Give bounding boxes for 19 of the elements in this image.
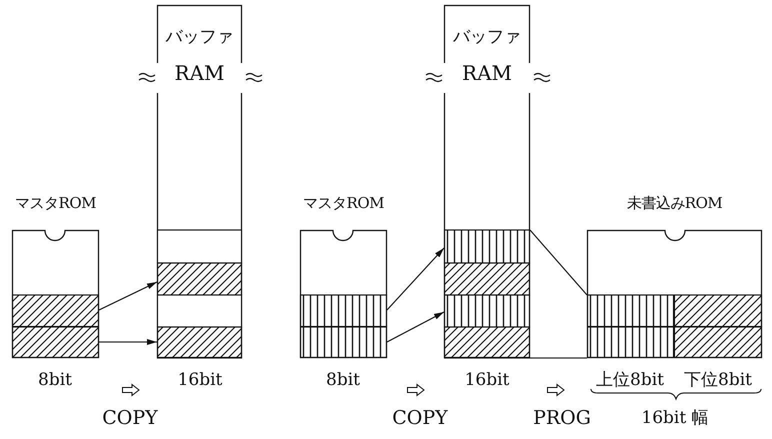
operation-label: PROG <box>533 408 591 428</box>
operation-label: COPY <box>102 408 158 428</box>
arrow <box>386 312 444 342</box>
width-label: 8bit <box>326 370 360 390</box>
width-label: 上位8bit <box>596 370 664 390</box>
width-label: 8bit <box>38 370 72 390</box>
projection-line <box>530 357 587 359</box>
width-label: 16bit 幅 <box>641 408 709 428</box>
chip-label: マスタROM <box>15 193 96 213</box>
width-label: 16bit <box>464 370 510 390</box>
arrow <box>386 248 444 310</box>
operation-label: COPY <box>392 408 448 428</box>
width-label: 16bit <box>178 370 222 390</box>
chip-label: 未書込みROM <box>626 193 722 213</box>
width-label: 下位8bit <box>684 370 752 390</box>
chip-label: マスタROM <box>303 193 384 213</box>
projection-line <box>530 230 588 296</box>
arrow <box>99 339 157 345</box>
arrow <box>98 282 158 310</box>
